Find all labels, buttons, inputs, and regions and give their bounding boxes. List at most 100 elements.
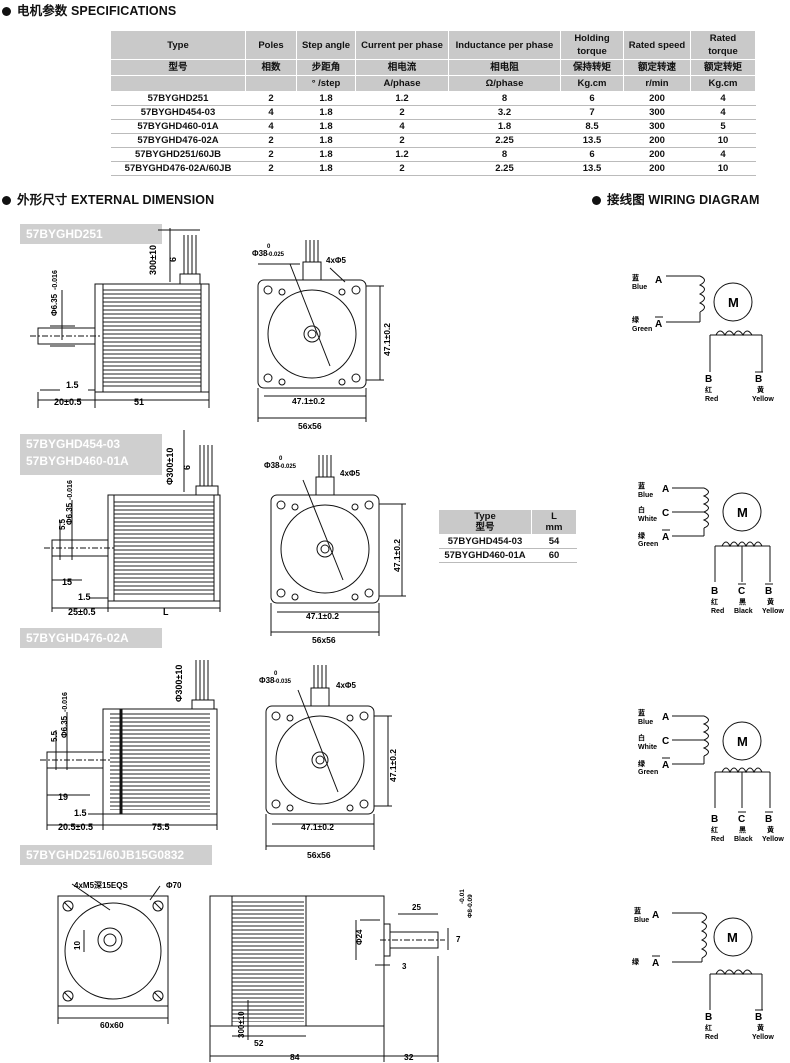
dim-label: 0 — [279, 456, 283, 462]
terminal-label: A — [655, 319, 662, 330]
dim-label: 0 — [267, 244, 271, 250]
front-view-476 — [265, 665, 392, 850]
dim-label: 4xΦ5 — [326, 256, 346, 265]
wire-color: Red — [705, 396, 718, 403]
dim-label: -0.016 — [67, 480, 74, 500]
table-cell: 200 — [623, 91, 691, 106]
dim-label: Φ8-0.09 — [467, 894, 474, 918]
terminal-label: A — [662, 532, 669, 543]
table-cell: 1.8 — [296, 161, 356, 176]
dim-label: 1.5 — [78, 592, 91, 602]
dim-label: -0.025 — [267, 252, 285, 258]
terminal-label: A — [662, 712, 669, 723]
model-tag: 57BYGHD460-01A — [26, 454, 129, 468]
bullet-icon — [2, 7, 11, 16]
dim-label: 15 — [62, 577, 72, 587]
dim-label: -0.035 — [274, 679, 292, 685]
table-cell: 1.8 — [296, 91, 356, 106]
spec-header-cn: 额定转矩 — [690, 59, 756, 76]
table-cell: 1.8 — [296, 119, 356, 134]
dim-label: -0.016 — [52, 270, 59, 290]
wire-color-cn: 白 — [638, 505, 645, 514]
dim-label: 300±10 — [237, 1011, 246, 1038]
wire-color: Green — [632, 326, 652, 333]
wire-color-cn: 红 — [711, 825, 718, 834]
table-cell: 57BYGHD251/60JB — [110, 147, 246, 162]
dim-label: 4xM5深15EQS — [74, 880, 128, 890]
wiring-heading: 接线图 WIRING DIAGRAM — [592, 189, 759, 208]
table-cell: 300 — [623, 105, 691, 120]
table-cell: 1.8 — [296, 133, 356, 148]
table-cell: 2 — [245, 147, 297, 162]
dim-label: Φ38 — [264, 461, 280, 470]
terminal-label: B — [705, 1012, 712, 1023]
dim-label: 47.1±0.2 — [292, 396, 325, 406]
wire-color-cn: 黄 — [757, 385, 764, 394]
dim-label: 56x56 — [312, 635, 336, 645]
spec-header-cn: 额定转速 — [623, 59, 691, 76]
terminal-label: B — [711, 586, 718, 597]
dim-label: 47.1±0.2 — [382, 323, 392, 356]
dim-label: Φ38 — [259, 676, 275, 685]
dim-label: 52 — [254, 1038, 264, 1048]
wire-color: Yellow — [752, 1034, 774, 1041]
table-cell: 4 — [245, 119, 297, 134]
dim-label: 32 — [404, 1052, 414, 1062]
dim-label: Φ300±10 — [165, 448, 175, 485]
model-tag-group: 57BYGHD454-03 57BYGHD460-01A — [20, 434, 162, 475]
wire-color-cn: 蓝 — [632, 273, 639, 282]
table-cell: 4 — [690, 91, 756, 106]
wire-color-cn: 绿 — [638, 759, 646, 768]
table-cell: 2 — [355, 133, 449, 148]
dim-label: Φ38 — [252, 249, 268, 258]
spec-header-en: Inductance per phase — [448, 30, 561, 60]
model-tag: 57BYGHD454-03 — [26, 437, 121, 451]
front-view-251 — [257, 240, 384, 422]
dim-label: 10 — [73, 941, 82, 950]
spec-header-unit: r/min — [623, 75, 691, 92]
dim-label: 51 — [134, 397, 144, 407]
gearbox-front-view — [57, 883, 169, 1024]
wire-color-cn: 黄 — [767, 825, 774, 834]
table-cell: 4 — [355, 119, 449, 134]
table-cell: 8 — [448, 91, 561, 106]
table-cell: 7 — [560, 105, 624, 120]
table-cell: 200 — [623, 147, 691, 162]
terminal-label: A — [662, 760, 669, 771]
spec-heading: 电机参数 SPECIFICATIONS — [2, 0, 176, 19]
dim-label: 20±0.5 — [54, 397, 81, 407]
table-cell: 4 — [690, 105, 756, 120]
dim-label: -0.025 — [279, 464, 297, 470]
table-cell: 5 — [690, 119, 756, 134]
motor-label: M — [727, 930, 738, 945]
dim-label: 4xΦ5 — [336, 681, 356, 690]
spec-header-en: Step angle — [296, 30, 356, 60]
table-cell: 8.5 — [560, 119, 624, 134]
wire-color: Green — [638, 769, 658, 776]
dim-label: 3 — [402, 962, 407, 971]
table-cell: 2 — [355, 161, 449, 176]
table-cell: 3.2 — [448, 105, 561, 120]
table-cell: 4 — [690, 147, 756, 162]
wire-color: Red — [711, 836, 724, 843]
wire-color: Blue — [634, 917, 649, 924]
dim-label: 47.1±0.2 — [388, 749, 398, 782]
spec-header-cn: 保持转矩 — [560, 59, 624, 76]
dim-label: 56x56 — [298, 421, 322, 431]
spec-header-unit: Ω/phase — [448, 75, 561, 92]
dim-label: Φ70 — [166, 881, 182, 890]
dim-label: 47.1±0.2 — [392, 539, 402, 572]
table-cell: 57BYGHD251 — [110, 91, 246, 106]
spec-header-cn: 步距角 — [296, 59, 356, 76]
table-cell: 8 — [448, 147, 561, 162]
table-cell: 57BYGHD454-03 — [110, 105, 246, 120]
table-cell: 2.25 — [448, 161, 561, 176]
table-cell: 10 — [690, 161, 756, 176]
